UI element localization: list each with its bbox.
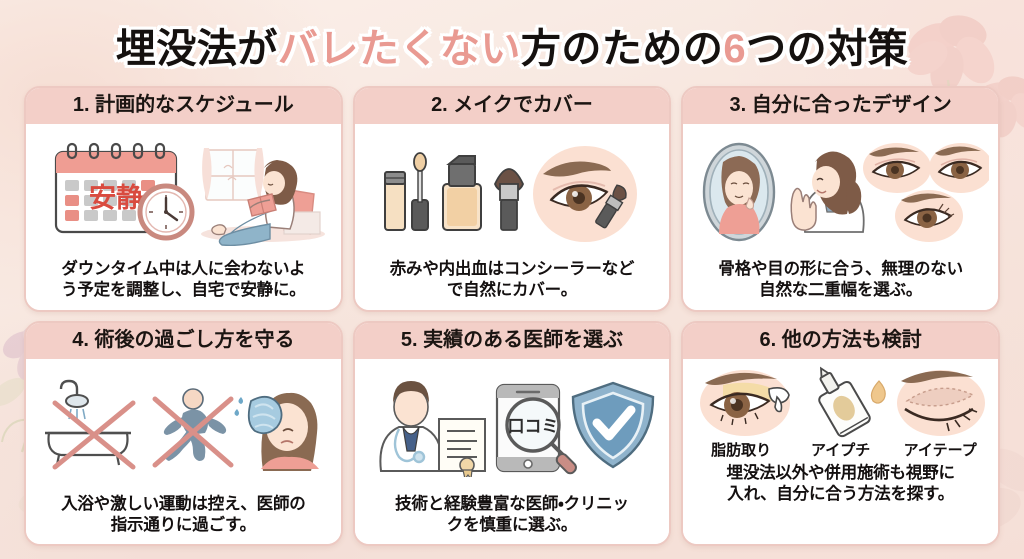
card-2-heading: 2. メイクでカバー bbox=[354, 88, 670, 124]
running-prohibited-icon bbox=[152, 387, 234, 468]
card-1-heading: 1. 計画的なスケジュール bbox=[26, 88, 341, 124]
card-2-makeup[interactable]: 2. メイクでカバー bbox=[352, 86, 672, 312]
sublabel-eye-tape: アイテープ bbox=[903, 441, 977, 459]
card-3-caption-line-2: 自然な二重幅を選ぶ。 bbox=[759, 281, 923, 300]
page-title: 埋没法がバレたくない方のための6つの対策 bbox=[0, 14, 1024, 76]
card-5-caption-line-2: クを慎重に選ぶ。 bbox=[446, 515, 578, 534]
smartphone-review-icon: 口コミ bbox=[495, 383, 577, 474]
card-3-caption: 骨格や目の形に合う、無理のない 自然な二重幅を選ぶ。 bbox=[683, 258, 998, 309]
mirror-icon bbox=[702, 142, 775, 242]
bathtub-prohibited-icon bbox=[45, 379, 136, 470]
shield-check-icon bbox=[571, 381, 655, 469]
eye-glue-tube-icon bbox=[817, 366, 886, 437]
title-part-1: 埋没法が bbox=[115, 27, 278, 71]
fat-removal-eye-icon bbox=[699, 369, 790, 436]
card-5-doctor[interactable]: 5. 実績のある医師を選ぶ bbox=[352, 320, 672, 546]
card-6-alternatives[interactable]: 6. 他の方法も検討 bbox=[681, 320, 1000, 546]
card-5-caption-line-1: 技術と経験豊富な医師・クリニッ bbox=[395, 494, 629, 513]
card-2-caption-line-2: で自然にカバー。 bbox=[446, 281, 578, 300]
doctor-certificate-icon bbox=[379, 380, 486, 477]
makeup-brush-icon bbox=[494, 168, 524, 232]
card-2-caption-line-1: 赤みや内出血はコンシーラーなど bbox=[389, 260, 635, 279]
doctor-woman-icon bbox=[790, 151, 865, 234]
card-1-caption-line-1: ダウンタイム中は人に会わないよ bbox=[61, 260, 306, 279]
concealer-icon bbox=[383, 152, 429, 232]
card-6-caption: 埋没法以外や併用施術も視野に 入れ、自分に合う方法を探す。 bbox=[683, 461, 998, 513]
card-6-sublabels: 脂肪取り アイプチ アイテープ bbox=[683, 439, 998, 461]
card-6-body: 脂肪取り アイプチ アイテープ 埋没法以外や併用施術も視野に 入れ、自分に合う方… bbox=[683, 358, 998, 544]
card-5-body: 口コミ 技術と経験豊富な医師・クリニッ クを慎重に選ぶ。 bbox=[354, 358, 670, 544]
phone-review-label: 口コミ bbox=[507, 417, 558, 436]
calendar-rest-label: 安静 bbox=[89, 183, 143, 213]
card-4-body: 入浴や激しい運動は控え、医師の 指示通りに過ごす。 bbox=[26, 358, 341, 544]
card-5-caption: 技術と経験豊富な医師・クリニッ クを慎重に選ぶ。 bbox=[355, 493, 670, 544]
card-2-body: 赤みや内出血はコンシーラーなど で自然にカバー。 bbox=[354, 124, 670, 310]
title-highlight-2: 6 bbox=[723, 27, 747, 71]
title-part-3: つの対策 bbox=[746, 27, 909, 71]
page-title-text: 埋没法がバレたくない方のための6つの対策 bbox=[116, 16, 908, 74]
card-6-heading: 6. 他の方法も検討 bbox=[683, 322, 998, 359]
woman-resting-icon bbox=[201, 148, 326, 247]
sublabel-eye-glue: アイプチ bbox=[811, 441, 871, 459]
cooling-compress-icon bbox=[234, 392, 320, 471]
card-6-caption-line-2: 入れ、自分に合う方法を探す。 bbox=[727, 484, 955, 503]
card-4-illustration bbox=[26, 359, 341, 493]
card-4-caption-line-1: 入浴や激しい運動は控え、医師の bbox=[61, 494, 306, 513]
clock-icon bbox=[137, 183, 195, 241]
card-6-caption-line-1: 埋没法以外や併用施術も視野に bbox=[726, 463, 955, 482]
eye-makeup-icon bbox=[532, 146, 637, 243]
card-1-illustration: 安静 bbox=[26, 124, 341, 258]
card-5-heading: 5. 実績のある医師を選ぶ bbox=[354, 322, 670, 359]
foundation-bottle-icon bbox=[441, 155, 482, 232]
eye-design-icon bbox=[862, 143, 989, 243]
stethoscope-icon bbox=[393, 428, 426, 463]
prohibition-cross-2 bbox=[152, 396, 234, 468]
card-1-schedule[interactable]: 1. 計画的なスケジュール bbox=[24, 86, 343, 312]
card-1-caption-line-2: う予定を調整し、自宅で安静に。 bbox=[61, 281, 306, 300]
card-4-aftercare[interactable]: 4. 術後の過ごし方を守る bbox=[24, 320, 343, 546]
card-3-caption-line-1: 骨格や目の形に合う、無理のない bbox=[718, 260, 963, 279]
eye-tape-icon bbox=[896, 369, 985, 436]
card-3-design[interactable]: 3. 自分に合ったデザイン bbox=[681, 86, 1000, 312]
card-3-body: 骨格や目の形に合う、無理のない 自然な二重幅を選ぶ。 bbox=[683, 124, 998, 310]
sublabel-fat-removal: 脂肪取り bbox=[711, 441, 772, 459]
title-part-2: 方のための bbox=[520, 27, 724, 71]
card-1-body: 安静 bbox=[26, 124, 341, 310]
card-4-caption: 入浴や激しい運動は控え、医師の 指示通りに過ごす。 bbox=[26, 493, 341, 544]
card-3-illustration bbox=[683, 124, 998, 258]
card-1-caption: ダウンタイム中は人に会わないよ う予定を調整し、自宅で安静に。 bbox=[26, 258, 341, 309]
card-4-heading: 4. 術後の過ごし方を守る bbox=[26, 322, 341, 359]
card-2-caption: 赤みや内出血はコンシーラーなど で自然にカバー。 bbox=[355, 258, 670, 309]
card-5-illustration: 口コミ bbox=[355, 359, 670, 493]
card-4-caption-line-2: 指示通りに過ごす。 bbox=[110, 515, 256, 534]
prohibition-cross-1 bbox=[52, 400, 136, 470]
card-2-illustration bbox=[355, 124, 670, 258]
card-6-illustration bbox=[683, 359, 998, 439]
cards-grid: 1. 計画的なスケジュール bbox=[24, 86, 1000, 546]
title-highlight-1: バレたくない bbox=[277, 27, 521, 71]
card-3-heading: 3. 自分に合ったデザイン bbox=[683, 88, 998, 124]
